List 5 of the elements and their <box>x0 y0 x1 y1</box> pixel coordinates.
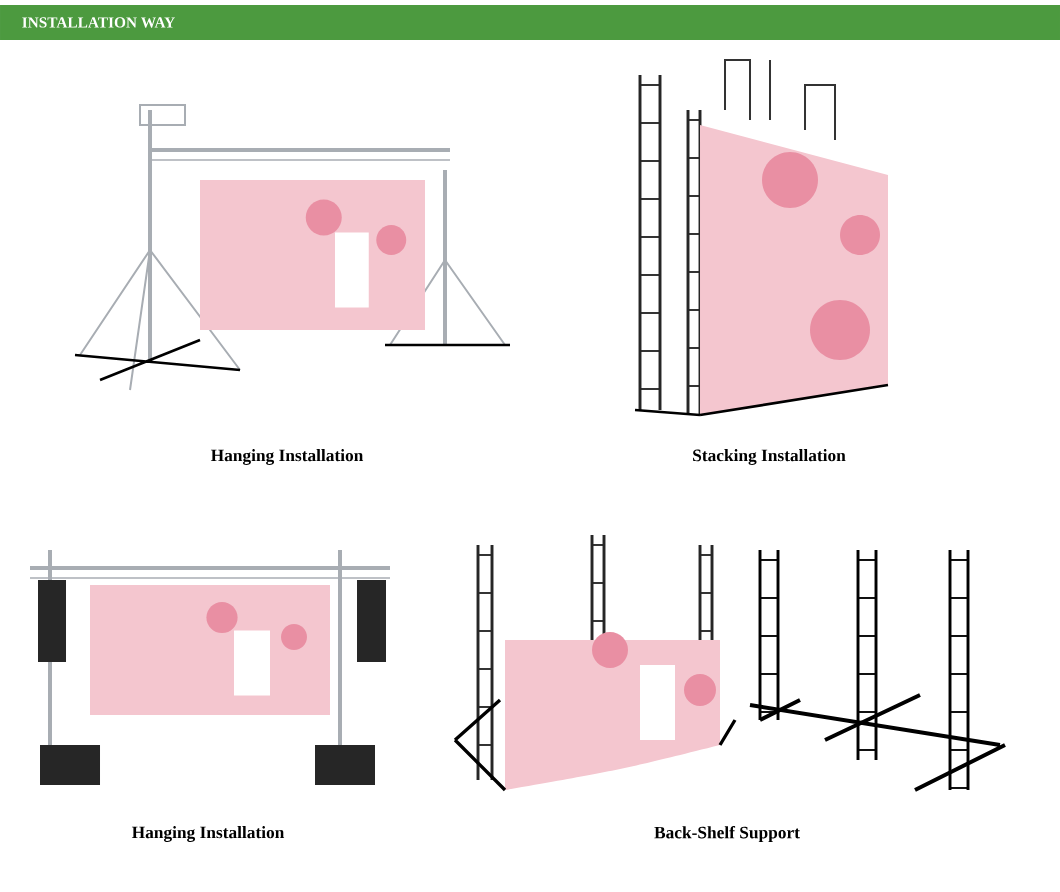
caption: Hanging Installation <box>210 449 364 465</box>
caption: Stacking Installation <box>693 449 846 465</box>
caption: Hanging Installation <box>131 826 285 842</box>
title-bar: INSTALLATION WAY <box>0 5 1060 40</box>
caption: Back-Shelf Support <box>654 826 800 842</box>
